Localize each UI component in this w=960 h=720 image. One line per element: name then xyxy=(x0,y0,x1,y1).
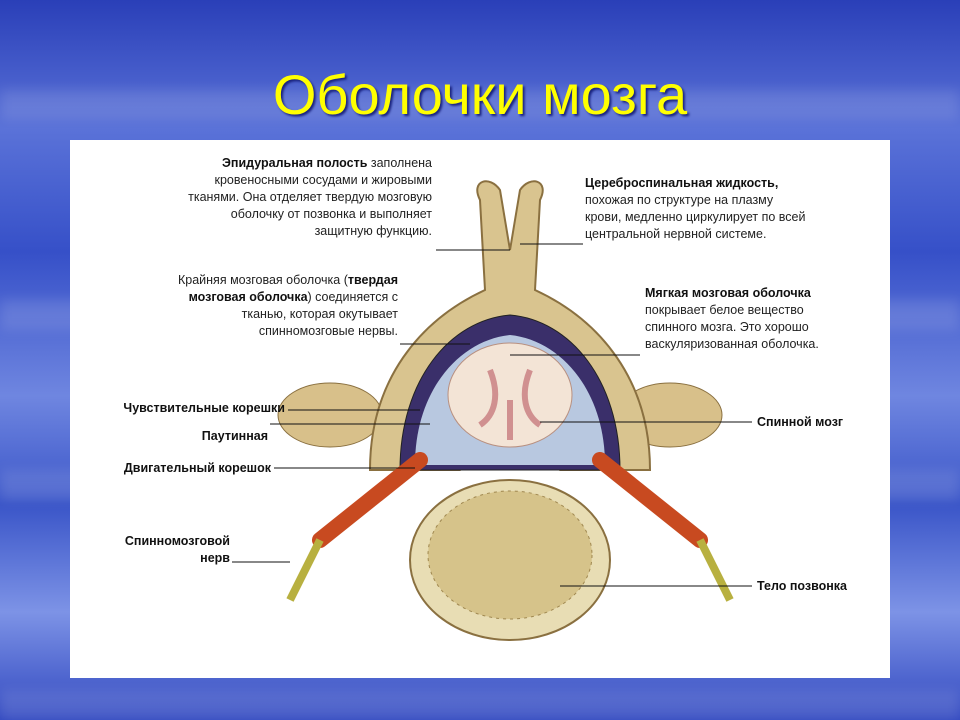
label-epidural-space: Эпидуральная полость заполнена кровеносн… xyxy=(150,155,432,240)
label-line: оболочку от позвонка и выполняет xyxy=(230,207,432,221)
diagram-panel xyxy=(70,140,890,678)
label-line: васкуляризованная оболочка. xyxy=(645,337,819,351)
label-dura-mater: Крайняя мозговая оболочка (твердая мозго… xyxy=(130,272,398,340)
label-line: Крайняя мозговая оболочка ( xyxy=(177,273,348,287)
label-text: заполнена xyxy=(367,156,432,170)
label-text: , xyxy=(774,176,779,190)
label-line: тканью, которая окутывает xyxy=(241,307,398,321)
label-line: ) соединяется с xyxy=(307,290,398,304)
label-heading: Эпидуральная полость xyxy=(222,156,368,170)
slide-title: Оболочки мозга xyxy=(272,63,688,126)
label-motor-root: Двигательный корешок xyxy=(123,461,271,475)
label-heading: твердая xyxy=(347,273,398,287)
spinal-anatomy-illustration xyxy=(232,180,752,641)
label-line: крови, медленно циркулирует по всей xyxy=(585,210,806,224)
label-line: нерв xyxy=(200,551,230,565)
label-line: Спинномозговой xyxy=(124,534,230,548)
label-spinal-cord: Спинной мозг xyxy=(757,415,844,429)
label-pia-mater: Мягкая мозговая оболочка покрывает белое… xyxy=(645,285,819,353)
label-line: тканями. Она отделяет твердую мозговую xyxy=(188,190,432,204)
label-line: центральной нервной системе. xyxy=(585,227,767,241)
label-line: спинного мозга. Это хорошо xyxy=(645,320,809,334)
label-heading: Цереброспинальная жидкость xyxy=(585,176,775,190)
label-line: спинномозговые нервы. xyxy=(258,324,398,338)
label-line: похожая по структуре на плазму xyxy=(585,193,774,207)
label-line: защитную функцию. xyxy=(314,224,432,238)
label-vertebral-body: Тело позвонка xyxy=(757,579,847,593)
label-heading: мозговая оболочка xyxy=(188,290,308,304)
label-line: покрывает белое вещество xyxy=(645,303,804,317)
label-csf: Цереброспинальная жидкость, похожая по с… xyxy=(585,175,805,243)
label-line: кровеносными сосудами и жировыми xyxy=(214,173,433,187)
label-sensory-roots: Чувствительные корешки xyxy=(123,401,285,415)
label-arachnoid: Паутинная xyxy=(201,429,268,443)
label-spinal-nerve: Спинномозговой нерв xyxy=(80,533,230,567)
label-heading: Мягкая мозговая оболочка xyxy=(645,286,811,300)
